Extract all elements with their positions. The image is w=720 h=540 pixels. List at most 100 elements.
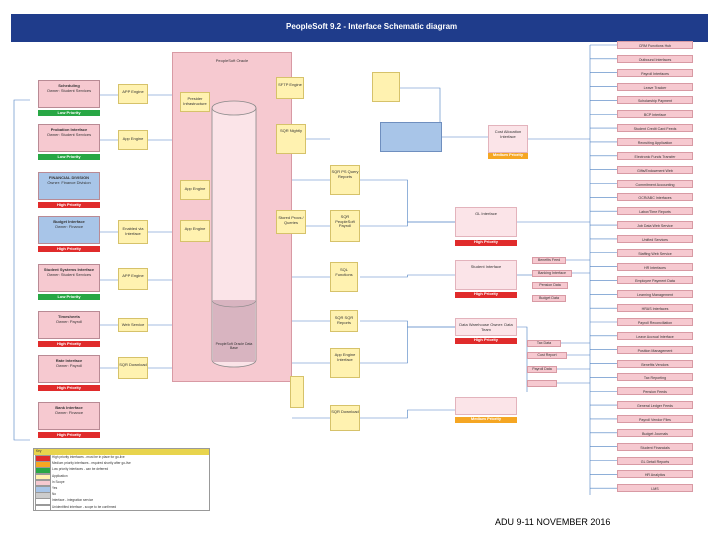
right-target-box: CRM Functions Hub [617, 41, 693, 49]
mid-target-box: Data Warehouse Owner: Data Team [455, 318, 517, 336]
connector-line [517, 326, 528, 392]
right-target-box: Job Data Web Service [617, 221, 693, 230]
center-right-box: SQR SQR Reports [330, 310, 358, 332]
small-interface-box: Pension Data [532, 282, 568, 289]
legend-swatch [35, 461, 51, 468]
center-right-box: SQR Download [330, 405, 360, 431]
legend-label: In Scope [52, 479, 65, 484]
core-title: PeopleSoft Oracle [215, 58, 249, 63]
left-source-title: Timesheets [58, 314, 80, 319]
legend-row: Unidentified interface - scope to be con… [34, 504, 209, 512]
center-left-box: App Engine [180, 180, 210, 200]
legend-row: High priority interfaces - must be in pl… [34, 455, 209, 462]
priority-badge: Low Priority [38, 110, 100, 116]
right-target-box: Tax Reporting [617, 373, 693, 382]
center-right-box: SQL Functions [330, 262, 358, 292]
connector-line [13, 99, 30, 441]
center-right-box [372, 72, 400, 102]
title-banner: PeopleSoft 9.2 - Interface Schematic dia… [11, 14, 708, 42]
right-target-box: General Ledger Feeds [617, 401, 693, 410]
priority-badge: High Priority [38, 202, 100, 208]
priority-badge: High Priority [455, 292, 517, 298]
legend-swatch [35, 492, 51, 499]
left-connector-box: APP Engine [118, 268, 148, 290]
legend-swatch [35, 473, 51, 481]
connector-line [360, 320, 455, 328]
legend-row: No [34, 492, 209, 499]
left-source-title: Student Systems Interface [43, 267, 95, 272]
right-target-box: Pension Feeds [617, 387, 693, 396]
legend-label: Application [52, 473, 68, 478]
legend-label: Interface - integration service [52, 498, 94, 503]
right-target-box: Benefits Vendors [617, 359, 693, 368]
priority-badge: High Priority [38, 246, 100, 252]
right-target-box: HR Interfaces [617, 262, 693, 271]
left-source-title: Budget Interface [53, 219, 85, 224]
legend-row: In Scope [34, 479, 209, 487]
middle-interface-box [380, 122, 442, 152]
legend-row: Low priority interfaces - can be deferre… [34, 467, 209, 474]
legend-label: Medium priority interfaces - required sh… [52, 461, 131, 466]
left-connector-box: Enabled via Interface [118, 220, 148, 244]
right-target-box: Leave Accrual Interface [617, 331, 693, 340]
right-target-box: Payroll Reconciliation [617, 318, 693, 326]
mid-target-box: Cost Allocation Interface [488, 125, 528, 153]
small-interface-box: Payroll Data [527, 366, 557, 373]
mid-target-box [455, 397, 517, 415]
right-target-box: Position Management [617, 345, 693, 354]
mid-target-box: Student Interface [455, 260, 517, 290]
right-target-box: Staffing Web Service [617, 248, 693, 257]
left-source-title: FINANCIAL DIVISION [48, 175, 90, 180]
right-target-box: Employee Payment Data [617, 276, 693, 285]
connector-line [360, 274, 455, 278]
connector-line [360, 409, 455, 419]
left-source-subtitle: Owner: Payroll [55, 362, 83, 368]
right-target-box: Electronic Funds Transfer [617, 151, 693, 160]
priority-badge: Medium Priority [488, 153, 528, 159]
left-source-title: Scheduling [58, 83, 80, 88]
right-target-box: OCR/ABC Interfaces [617, 193, 693, 202]
legend-row: Yes [34, 486, 209, 493]
priority-badge: High Priority [38, 341, 100, 347]
center-right-box: SQR PeopleSoft Payroll [330, 210, 360, 242]
small-interface-box: Tax Data [527, 340, 561, 347]
vertical-label-box [290, 376, 304, 408]
right-target-box: Unified Services [617, 234, 693, 243]
center-left-box: App Engine [180, 220, 210, 242]
legend-label: Unidentified interface - scope to be con… [52, 504, 117, 509]
priority-badge: High Priority [38, 432, 100, 438]
left-connector-box: App Engine [118, 130, 148, 150]
right-target-box: Scholarship Payment [617, 96, 693, 105]
center-left-box: Stored Procs / Queries [276, 210, 306, 234]
right-target-box: Recruiting Application [617, 137, 693, 146]
left-connector-box: Web Service [118, 318, 148, 332]
left-source-subtitle: Owner: Finance Division [47, 179, 91, 185]
right-target-box: HR Analytics [617, 470, 693, 479]
mid-target-box: GL Interface [455, 207, 517, 237]
left-source-subtitle: Owner: Student Services [46, 271, 92, 277]
left-source-title: Bank Interface [55, 405, 83, 410]
left-source-subtitle: Owner: Payroll [55, 318, 83, 324]
right-target-box: Student Credit Card Feeds [617, 124, 693, 133]
right-target-box: Budget Journals [617, 428, 693, 437]
core-database-label: PeopleSoft Oracle Data Base [215, 342, 253, 351]
database-cylinder-icon [211, 100, 257, 368]
right-target-box: Payroll Interfaces [617, 68, 693, 77]
legend-row: Interface - integration service [34, 498, 209, 505]
center-right-box: App Engine Interface [330, 348, 360, 378]
center-right-box: SFTP Engine [276, 77, 304, 99]
legend-row: Medium priority interfaces - required sh… [34, 461, 209, 468]
right-target-box: Student Financials [617, 442, 693, 451]
left-source-title: Probation Interface [50, 127, 88, 132]
left-connector-box: SQR Download [118, 357, 148, 379]
right-target-box: Leave Tracker [617, 82, 693, 91]
legend-swatch [35, 504, 51, 512]
priority-badge: High Priority [455, 240, 517, 246]
